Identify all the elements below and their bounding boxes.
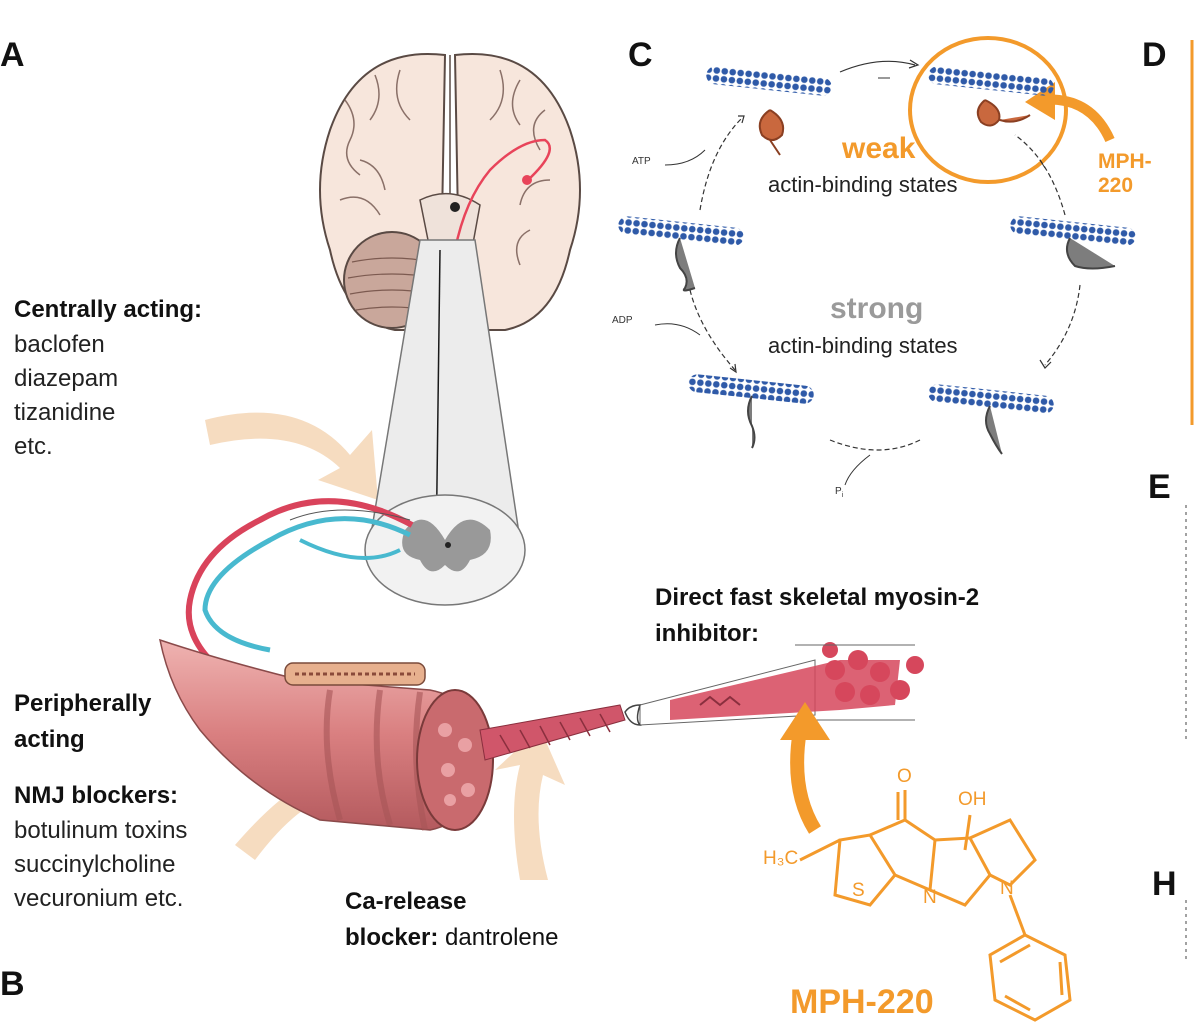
ca-release-line1: Ca-release [345, 888, 467, 915]
ca-release-blocker-label: blocker: [345, 924, 439, 951]
phosphate-subscript: i [841, 492, 844, 499]
atp-label: ATP [632, 156, 651, 167]
peripheral-heading-line2: acting [14, 726, 85, 753]
peripheral-heading-line1: Peripherally [14, 690, 152, 717]
atom-nitrogen: N [1000, 878, 1014, 899]
strong-label: strong [830, 292, 924, 325]
panel-label-b: B [0, 965, 25, 1003]
mph220-cycle-label: MPH- 220 [1098, 150, 1152, 198]
nmj-drug: succinylcholine [14, 851, 176, 878]
adp-label: ADP [612, 315, 633, 326]
panel-label-e: E [1148, 468, 1171, 506]
weak-label: weak [842, 132, 916, 165]
atom-sulfur: S [852, 880, 865, 901]
mph220-cycle-label-line2: 220 [1098, 174, 1134, 197]
central-drug: etc. [14, 433, 53, 460]
crossbridge-cycle [618, 36, 1136, 486]
atom-nitrogen-ring: N [923, 887, 937, 908]
mph220-cycle-label-line1: MPH- [1098, 150, 1152, 173]
central-drug-list: baclofen diazepam tizanidine etc. [14, 328, 118, 464]
central-heading: Centrally acting: [14, 296, 203, 323]
mph220-structure [799, 790, 1072, 1022]
curved-arrow-mph220-sarcomere [780, 702, 830, 834]
beige-arrow-central [205, 412, 378, 500]
panel-label-h: H [1152, 865, 1177, 903]
direct-heading-line1: Direct fast skeletal myosin-2 [655, 584, 980, 611]
panel-label-a: A [0, 36, 25, 74]
mph220-name: MPH-220 [790, 983, 934, 1021]
atom-hydroxyl: OH [958, 789, 987, 810]
strong-description: actin-binding states [768, 333, 958, 358]
panel-d-edge [1185, 40, 1194, 960]
panel-label-c: C [628, 36, 653, 74]
ca-release-drug: dantrolene [438, 924, 559, 951]
panel-label-d: D [1142, 36, 1167, 74]
central-drug: tizanidine [14, 399, 116, 426]
phosphate-symbol: P [835, 486, 842, 497]
central-drug: diazepam [14, 365, 119, 392]
nmj-drug: vecuronium etc. [14, 885, 184, 912]
spinal-cord-cross-section [364, 239, 526, 606]
atom-methyl: H₃C [763, 848, 799, 869]
direct-heading-line2: inhibitor: [655, 620, 759, 647]
beige-arrow-ca [495, 728, 565, 880]
phosphate-label: Pi [835, 486, 843, 499]
nmj-heading: NMJ blockers: [14, 782, 179, 809]
muscle-fiber-bundle [159, 638, 626, 831]
central-drug: baclofen [14, 331, 105, 358]
nmj-drug: botulinum toxins [14, 817, 188, 844]
atom-oxygen: O [897, 766, 912, 787]
nmj-drug-list: botulinum toxins succinylcholine vecuron… [14, 814, 187, 916]
weak-description: actin-binding states [768, 172, 958, 197]
sarcomere-zoom [624, 642, 924, 726]
ca-release-line2: blocker: dantrolene [345, 924, 558, 952]
